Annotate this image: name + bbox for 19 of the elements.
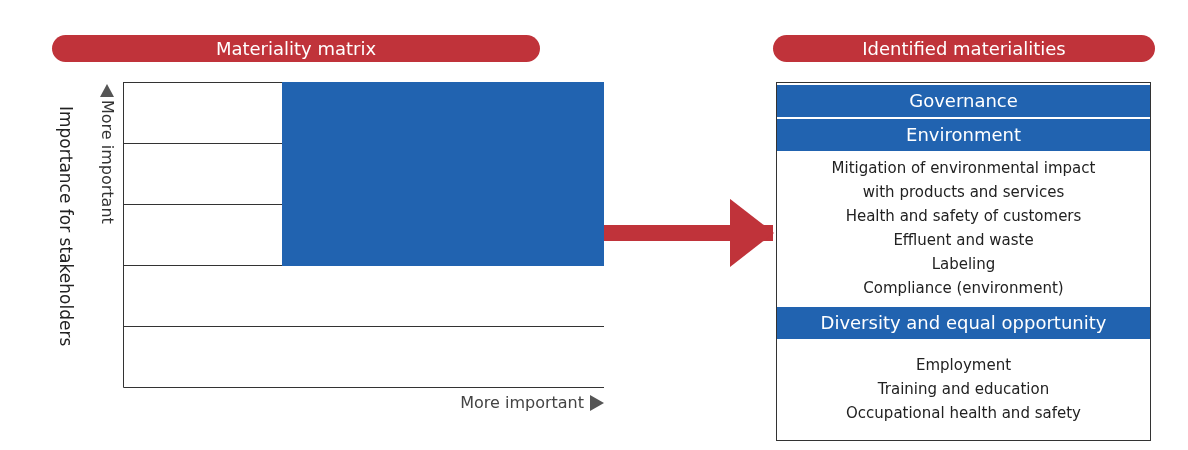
list-panel: [776, 82, 1151, 441]
list-item: Mitigation of environmental impact with products and services: [830, 157, 1097, 203]
category-band: Environment: [777, 119, 1150, 151]
arrow: [604, 198, 774, 267]
section-heading: Materiality matrix: [52, 35, 540, 62]
list-item: Employment: [914, 355, 1013, 376]
highlighted-region: [282, 82, 604, 266]
axis-label: More important: [98, 100, 117, 224]
list-item: Training and education: [876, 379, 1051, 400]
list-item: Effluent and waste: [892, 229, 1035, 251]
category-band: Governance: [777, 85, 1150, 117]
list-item: Health and safety of customers: [844, 205, 1083, 227]
axis-label: More important: [459, 393, 584, 412]
section-heading: Identified materialities: [773, 35, 1155, 62]
list-item: Compliance (environment): [862, 277, 1065, 299]
list-item: Labeling: [930, 253, 997, 275]
list-item: Occupational health and safety: [845, 403, 1082, 424]
axis-title: Importance for stakeholders: [56, 106, 76, 347]
category-band: Diversity and equal opportunity: [777, 307, 1150, 339]
